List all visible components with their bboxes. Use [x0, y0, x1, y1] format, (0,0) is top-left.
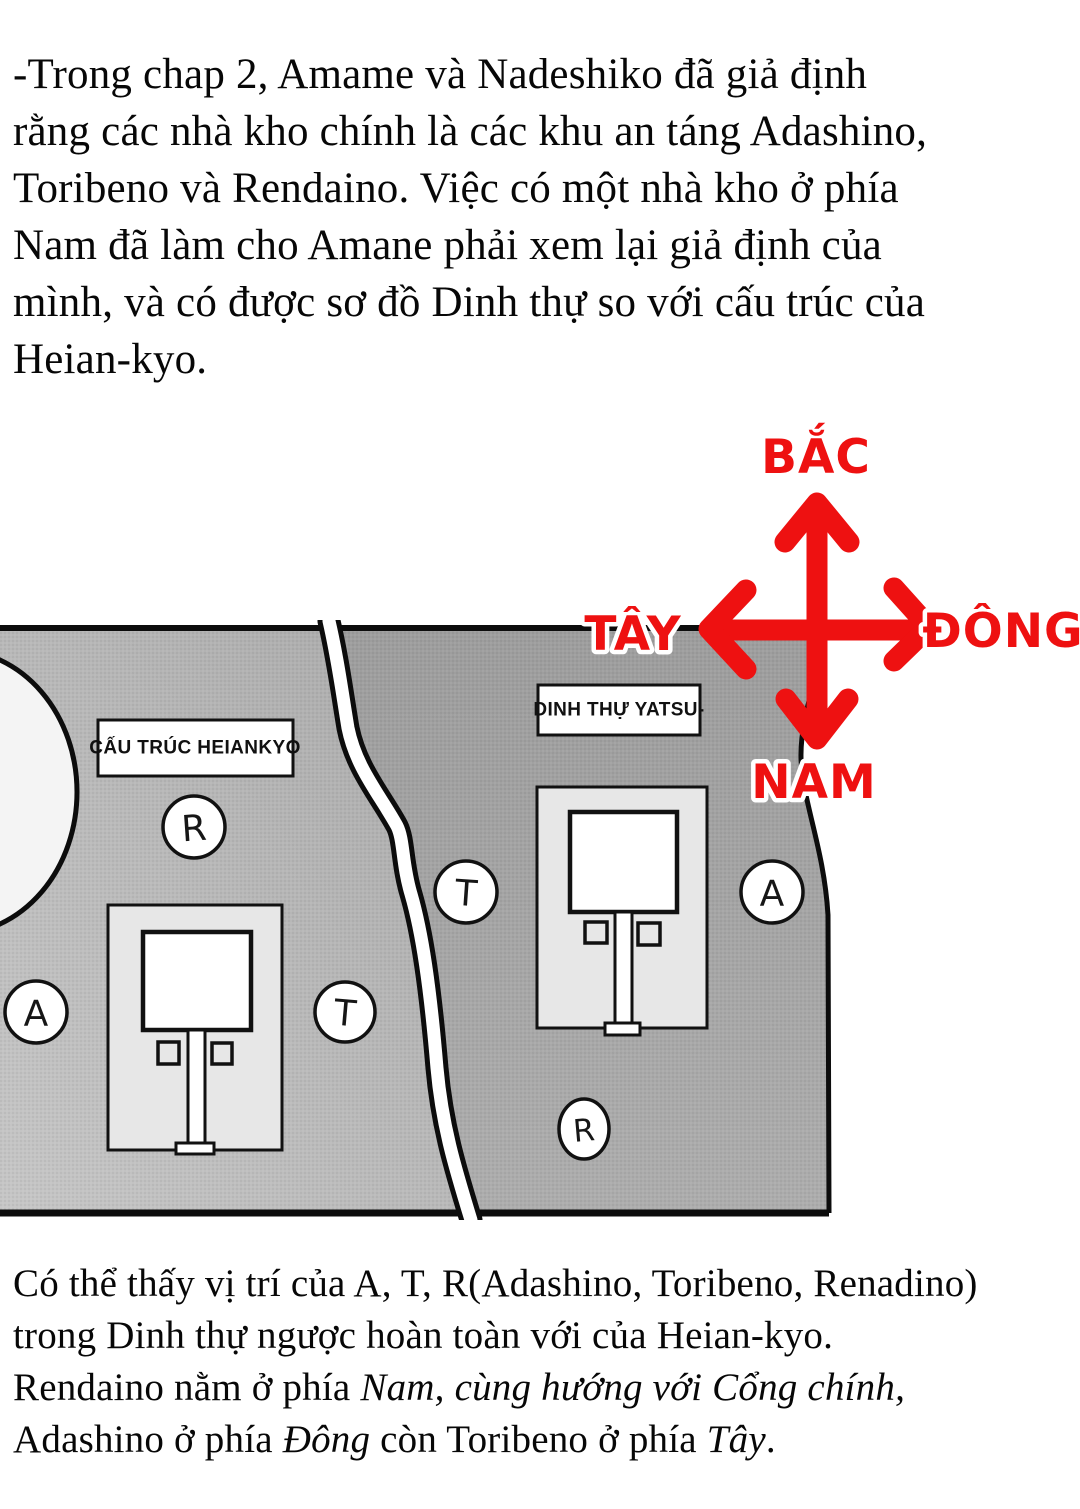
map-panel: CẤU TRÚC HEIANKYO DINH THỰ YATSU- R A T …	[0, 620, 832, 1220]
compass-label-east: ĐÔNG	[922, 604, 1080, 659]
mansion-compound	[535, 785, 709, 1037]
mansion-label: DINH THỰ YATSU-	[533, 700, 704, 721]
mansion-road	[613, 910, 634, 1027]
footer-line-3: Rendaino nằm ở phía Nam, cùng hướng với …	[13, 1362, 1075, 1414]
compass-arrowhead-east	[883, 577, 940, 672]
mansion-label-box: DINH THỰ YATSU-	[533, 683, 704, 737]
intro-line-2: rằng các nhà kho chính là các khu an tán…	[13, 108, 928, 155]
compass-label-west: TÂY	[584, 607, 681, 662]
svg-text:A: A	[760, 874, 785, 915]
footer-line-4-regular1: Adashino ở phía	[13, 1418, 283, 1461]
footer-line-1: Có thể thấy vị trí của A, T, R(Adashino,…	[13, 1262, 978, 1305]
mansion-marker-t: T	[433, 859, 499, 925]
intro-line-3: Toribeno và Rendaino. Việc có một nhà kh…	[13, 165, 899, 212]
mansion-marker-a: A	[739, 859, 805, 925]
footer-line-4-regular2: còn Toribeno ở phía	[370, 1418, 707, 1461]
compass-label-north: BẮC	[761, 424, 871, 485]
footer-line-3-regular: Rendaino nằm ở phía	[13, 1366, 361, 1409]
mansion-hall	[567, 809, 680, 915]
intro-line-4: Nam đã làm cho Amane phải xem lại giả đị…	[13, 222, 882, 269]
compass: BẮC TÂY ĐÔNG NAM	[580, 420, 1080, 815]
heiankyo-marker-t: T	[313, 980, 377, 1044]
compass-arrowhead-west	[698, 579, 757, 680]
footer-line-3-italic: Nam, cùng hướng với Cổng chính,	[360, 1366, 906, 1409]
compass-arrowhead-north	[774, 492, 860, 553]
heiankyo-label: CẤU TRÚC HEIANKYO	[89, 737, 301, 759]
heiankyo-palace	[140, 929, 254, 1033]
footer-line-4-italic1: Đông	[282, 1418, 371, 1461]
heiankyo-marker-a: A	[3, 979, 69, 1045]
mansion-marker-r: R	[557, 1097, 611, 1161]
heiankyo-gate	[174, 1141, 216, 1156]
svg-text:T: T	[331, 993, 358, 1036]
heiankyo-compound	[106, 903, 284, 1156]
svg-text:R: R	[180, 808, 208, 851]
footer-paragraph: Có thể thấy vị trí của A, T, R(Adashino,…	[13, 1258, 1075, 1466]
intro-line-5: mình, và có được sơ đồ Dinh thự so với c…	[13, 279, 925, 326]
svg-text:A: A	[24, 994, 49, 1035]
pond-shape	[0, 657, 80, 927]
compass-label-south: NAM	[751, 755, 876, 810]
intro-line-1: -Trong chap 2, Amame và Nadeshiko đã giả…	[13, 51, 868, 98]
heiankyo-marker-r: R	[161, 794, 227, 860]
footer-line-2: trong Dinh thự ngược hoàn toàn với của H…	[13, 1314, 834, 1357]
compass-arrowhead-south	[775, 688, 859, 750]
mansion-gate	[603, 1021, 642, 1037]
intro-paragraph: -Trong chap 2, Amame và Nadeshiko đã giả…	[13, 46, 1075, 388]
footer-line-4: Adashino ở phía Đông còn Toribeno ở phía…	[13, 1414, 1075, 1466]
heiankyo-label-box: CẤU TRÚC HEIANKYO	[89, 718, 301, 778]
heiankyo-road	[186, 1028, 207, 1148]
svg-text:T: T	[453, 873, 480, 916]
compass-arrows	[698, 492, 940, 750]
intro-line-6: Heian-kyo.	[13, 336, 208, 383]
footer-line-4-italic2: Tây	[706, 1418, 766, 1461]
svg-text:R: R	[572, 1112, 597, 1150]
footer-line-4-regular3: .	[765, 1418, 776, 1461]
